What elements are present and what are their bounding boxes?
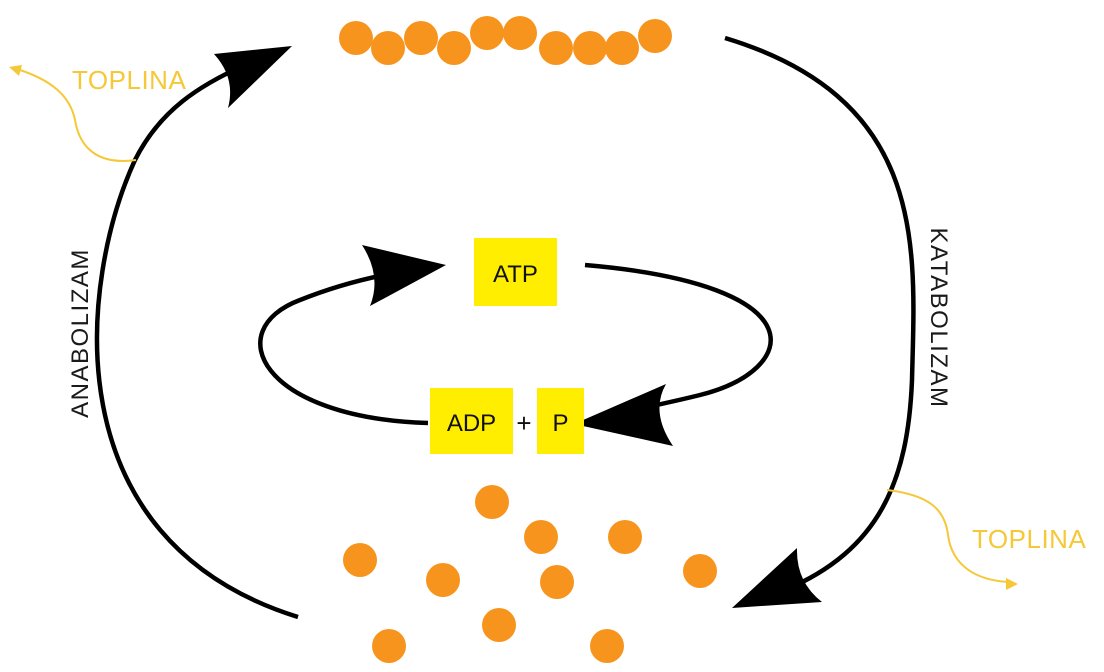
molecule-dot bbox=[590, 629, 624, 663]
atp-cycle-loop-line bbox=[584, 262, 773, 421]
molecule-dot bbox=[437, 31, 471, 65]
anabolism-label: ANABOLIZAM bbox=[67, 248, 94, 418]
molecule-dot bbox=[503, 16, 537, 50]
catabolism-arrow-arc bbox=[724, 35, 916, 593]
anabolism-arrow-arc bbox=[94, 62, 299, 620]
molecule-dot bbox=[683, 554, 717, 588]
atp-box: ATP bbox=[474, 238, 557, 306]
atp-label: ATP bbox=[493, 261, 538, 288]
molecule-dot bbox=[371, 31, 405, 65]
heat-wave-right bbox=[886, 489, 1009, 583]
molecule-dot bbox=[539, 31, 573, 65]
molecule-dot bbox=[372, 629, 406, 663]
heat-arrowhead-right-icon bbox=[1006, 578, 1018, 590]
molecule-dot bbox=[343, 543, 377, 577]
heat-wave-left bbox=[19, 69, 137, 162]
molecule-dot bbox=[573, 31, 607, 65]
atp-cycle-arrowhead-right-icon bbox=[574, 384, 673, 446]
heat-label-left: TOPLINA bbox=[72, 65, 186, 95]
molecule-dot bbox=[482, 608, 516, 642]
simple-molecules-scatter bbox=[343, 485, 717, 663]
molecule-dot bbox=[524, 520, 558, 554]
anabolism-arrowhead-icon bbox=[214, 46, 292, 108]
molecule-dot bbox=[638, 19, 672, 53]
adp-cycle-arrowhead-left-icon bbox=[362, 245, 446, 306]
phosphate-box: P bbox=[537, 388, 584, 454]
heat-label-right: TOPLINA bbox=[972, 524, 1086, 554]
heat-arrowhead-left-icon bbox=[9, 65, 22, 76]
adp-label: ADP bbox=[447, 410, 496, 437]
complex-molecule-chain bbox=[339, 16, 672, 65]
catabolism-arrowhead-icon bbox=[732, 548, 822, 608]
adp-box: ADP bbox=[430, 388, 513, 454]
molecule-dot bbox=[426, 563, 460, 597]
plus-sign: + bbox=[516, 408, 531, 438]
molecule-dot bbox=[470, 16, 504, 50]
molecule-dot bbox=[605, 31, 639, 65]
molecule-dot bbox=[540, 565, 574, 599]
molecule-dot bbox=[339, 21, 373, 55]
phosphate-label: P bbox=[552, 410, 568, 437]
adp-cycle-loop-line bbox=[258, 269, 429, 426]
catabolism-label: KATABOLIZAM bbox=[925, 228, 952, 409]
molecule-dot bbox=[475, 485, 509, 519]
molecule-dot bbox=[608, 520, 642, 554]
molecule-dot bbox=[404, 21, 438, 55]
